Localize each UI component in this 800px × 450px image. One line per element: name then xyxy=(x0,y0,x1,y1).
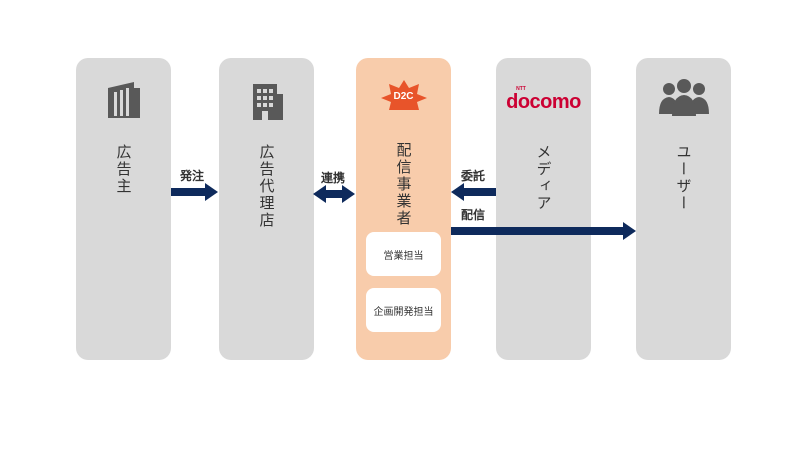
agency-column: 広告代理店 xyxy=(219,58,314,360)
partnership-label: 連携 xyxy=(321,171,346,185)
d2c-logo: D2C xyxy=(356,78,451,112)
d2c-label: 配信事業者 xyxy=(394,142,413,227)
sales-box: 営業担当 xyxy=(366,232,441,276)
ntt-logo-text: NTT xyxy=(516,86,526,92)
commission-arrow xyxy=(451,183,496,201)
users-column: ユーザー xyxy=(636,58,731,360)
docomo-logo-text: docomo xyxy=(506,91,581,113)
delivery-label: 配信 xyxy=(461,208,486,222)
media-column: NTT docomo メディア xyxy=(496,58,591,360)
users-group-icon xyxy=(636,78,731,118)
advertiser-label: 広告主 xyxy=(114,144,133,195)
d2c-logo-text: D2C xyxy=(393,91,414,102)
agency-label: 広告代理店 xyxy=(257,144,276,229)
order-arrow xyxy=(171,183,218,201)
users-label: ユーザー xyxy=(674,144,693,212)
office-building-icon xyxy=(219,80,314,122)
d2c-column: D2C 配信事業者 営業担当 企画開発担当 xyxy=(356,58,451,360)
media-label: メディア xyxy=(534,144,553,212)
planning-dev-box: 企画開発担当 xyxy=(366,288,441,332)
commission-label: 委託 xyxy=(461,169,486,183)
advertiser-column: 広告主 xyxy=(76,58,171,360)
order-label: 発注 xyxy=(180,169,205,183)
delivery-arrow xyxy=(451,222,636,240)
building-icon xyxy=(76,80,171,120)
partnership-arrow xyxy=(313,185,355,203)
docomo-logo: NTT docomo xyxy=(496,86,591,113)
